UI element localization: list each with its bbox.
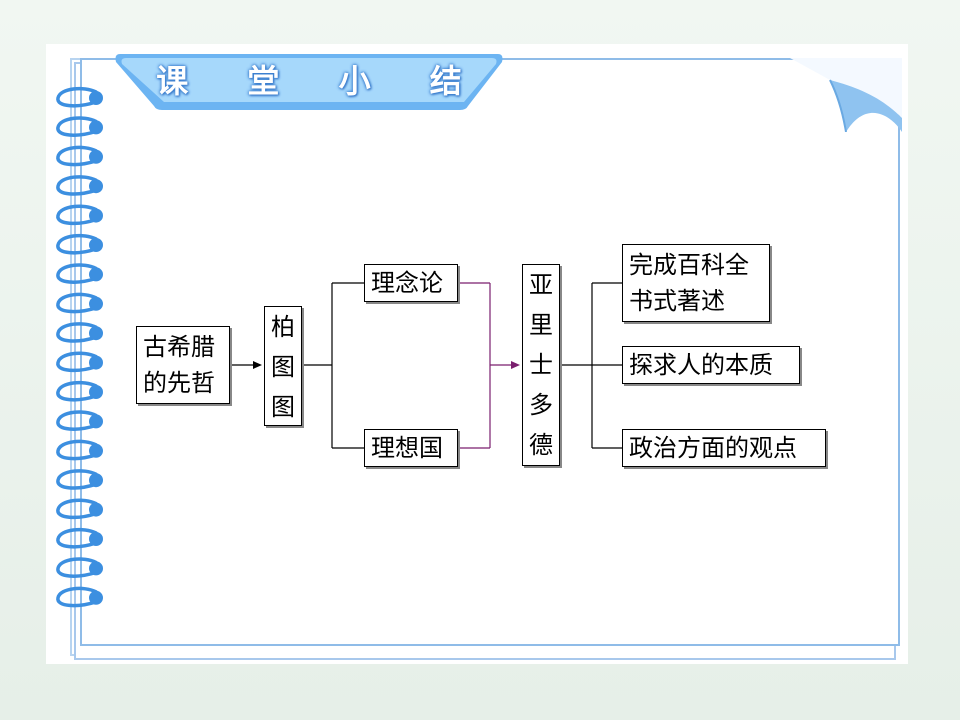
aristotle-char-4: 多 [529,391,553,419]
human-essence-label: 探求人的本质 [629,351,773,379]
header-tab [115,54,503,110]
plato-char-3: 图 [271,393,295,421]
spiral-ring-icon [56,498,103,520]
spiral-ring-icon [56,233,103,255]
aristotle-char-5: 德 [529,431,553,459]
theory-of-ideas-box: 理念论 [364,264,458,302]
political-views-label: 政治方面的观点 [629,434,797,462]
spiral-ring-icon [56,204,103,226]
aristotle-char-2: 里 [529,311,553,339]
political-views-box: 政治方面的观点 [622,429,826,467]
spiral-ring-icon [56,351,103,373]
spiral-ring-icon [56,410,103,431]
spiral-ring-icon [56,469,103,490]
spiral-ring-icon [56,116,103,137]
encyclopedia-line-1: 完成百科全 [629,251,749,279]
spiral-ring-icon [56,439,103,461]
encyclopedia-box: 完成百科全 书式著述 [622,244,770,322]
plato-box: 柏 图 图 [264,306,302,426]
republic-label: 理想国 [371,434,443,462]
page-curl-icon [790,58,902,132]
ancient-line-1: 古希腊 [143,333,215,361]
human-essence-box: 探求人的本质 [622,346,800,384]
ancient-greek-thinkers-box: 古希腊 的先哲 [136,326,230,404]
aristotle-char-3: 士 [529,351,553,379]
republic-box: 理想国 [364,429,458,467]
spiral-ring-icon [56,292,103,314]
spiral-ring-icon [56,380,103,402]
spiral-binding [56,86,103,608]
plato-char-2: 图 [271,353,295,381]
spiral-ring-icon [56,145,103,167]
spiral-ring-icon [56,586,103,608]
spiral-ring-icon [56,175,103,196]
header-title: 课 堂 小 结 [156,62,486,100]
plato-char-1: 柏 [271,313,295,341]
spiral-ring-icon [56,322,103,343]
aristotle-char-1: 亚 [529,271,553,299]
spiral-ring-icon [56,86,103,108]
aristotle-box: 亚 里 士 多 德 [522,264,560,466]
spiral-ring-icon [56,263,103,284]
encyclopedia-line-2: 书式著述 [629,287,725,315]
ancient-line-2: 的先哲 [143,369,215,397]
spiral-ring-icon [56,557,103,578]
theory-of-ideas-label: 理念论 [371,269,443,297]
spiral-ring-icon [56,527,103,549]
